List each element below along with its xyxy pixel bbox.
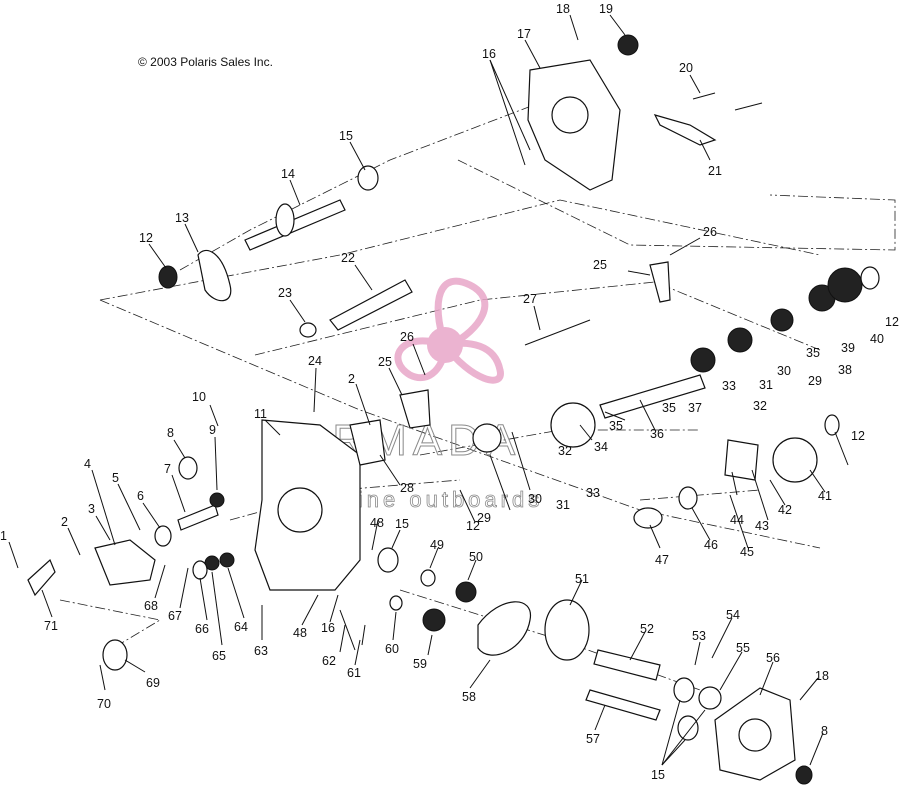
- callout-54: 54: [726, 608, 740, 622]
- callout-51: 51: [575, 572, 589, 586]
- callout-70: 70: [97, 697, 111, 711]
- callout-49: 49: [430, 538, 444, 552]
- callout-38: 38: [838, 363, 852, 377]
- callout-58: 58: [462, 690, 476, 704]
- callout-21: 21: [708, 164, 722, 178]
- callout-45: 45: [740, 545, 754, 559]
- callout-44: 44: [730, 513, 744, 527]
- callout-55: 55: [736, 641, 750, 655]
- callout-8-bottom: 8: [821, 724, 828, 738]
- callout-3: 3: [88, 502, 95, 516]
- callout-48-lower: 48: [293, 626, 307, 640]
- copyright-text: © 2003 Polaris Sales Inc.: [138, 55, 273, 69]
- callout-15-middle: 15: [395, 517, 409, 531]
- callout-30-right: 30: [777, 364, 791, 378]
- callout-61: 61: [347, 666, 361, 680]
- callout-15-bottom: 15: [651, 768, 665, 782]
- callout-30-center: 30: [528, 492, 542, 506]
- callout-60: 60: [385, 642, 399, 656]
- callout-20: 20: [679, 61, 693, 75]
- callout-25-lower: 25: [378, 355, 392, 369]
- callout-12-center: 12: [466, 519, 480, 533]
- callout-33-center: 33: [586, 486, 600, 500]
- callout-14: 14: [281, 167, 295, 181]
- callout-35-right: 35: [806, 346, 820, 360]
- watermark-logo: [394, 277, 504, 384]
- callout-29-center: 29: [477, 511, 491, 525]
- callout-12-right: 12: [851, 429, 865, 443]
- callout-25-top: 25: [593, 258, 607, 272]
- callout-26-top: 26: [703, 225, 717, 239]
- leader-lines: [8, 14, 849, 766]
- callout-2: 2: [61, 515, 68, 529]
- callout-31-right: 31: [759, 378, 773, 392]
- callout-46: 46: [704, 538, 718, 552]
- callout-35-center: 35: [609, 419, 623, 433]
- callout-69: 69: [146, 676, 160, 690]
- callout-8: 8: [167, 426, 174, 440]
- callout-12-left: 12: [139, 231, 153, 245]
- callout-16-bottom: 16: [321, 621, 335, 635]
- callout-29-right: 29: [808, 374, 822, 388]
- callout-18-bottom: 18: [815, 669, 829, 683]
- callout-39: 39: [841, 341, 855, 355]
- callout-59: 59: [413, 657, 427, 671]
- callout-7: 7: [164, 462, 171, 476]
- callout-19: 19: [599, 2, 613, 16]
- callout-6: 6: [137, 489, 144, 503]
- callout-2-center: 2: [348, 372, 355, 386]
- assembly-guide-lines: [59, 94, 896, 691]
- callout-24: 24: [308, 354, 322, 368]
- part-shapes: [27, 34, 880, 785]
- callout-40: 40: [870, 332, 884, 346]
- callout-12-top-right: 12: [885, 315, 899, 329]
- callout-57: 57: [586, 732, 600, 746]
- callout-42: 42: [778, 503, 792, 517]
- callout-63: 63: [254, 644, 268, 658]
- callout-32-right: 32: [753, 399, 767, 413]
- callout-68: 68: [144, 599, 158, 613]
- callout-65: 65: [212, 649, 226, 663]
- callout-64: 64: [234, 620, 248, 634]
- callout-27: 27: [523, 292, 537, 306]
- callout-26-lower: 26: [400, 330, 414, 344]
- callout-47: 47: [655, 553, 669, 567]
- callout-36: 36: [650, 427, 664, 441]
- callout-17: 17: [517, 27, 531, 41]
- callout-66: 66: [195, 622, 209, 636]
- callout-18-top: 18: [556, 2, 570, 16]
- callout-22: 22: [341, 251, 355, 265]
- callout-62: 62: [322, 654, 336, 668]
- callout-56: 56: [766, 651, 780, 665]
- callout-48-upper: 48: [370, 516, 384, 530]
- callout-37: 37: [688, 401, 702, 415]
- callout-11: 11: [254, 407, 267, 421]
- callout-15-top: 15: [339, 129, 353, 143]
- callout-35-mid: 35: [662, 401, 676, 415]
- callout-67: 67: [168, 609, 182, 623]
- callout-23: 23: [278, 286, 292, 300]
- callout-32-center: 32: [558, 444, 572, 458]
- callout-53: 53: [692, 629, 706, 643]
- callout-9: 9: [209, 423, 216, 437]
- callout-28: 28: [400, 481, 414, 495]
- callout-71: 71: [44, 619, 58, 633]
- callout-34: 34: [594, 440, 608, 454]
- callout-52: 52: [640, 622, 654, 636]
- callout-50: 50: [469, 550, 483, 564]
- callout-5: 5: [112, 471, 119, 485]
- callout-43: 43: [755, 519, 769, 533]
- callout-1: 1: [0, 529, 7, 543]
- callout-41: 41: [818, 489, 832, 503]
- callout-33-right: 33: [722, 379, 736, 393]
- callout-10: 10: [192, 390, 206, 404]
- callout-4: 4: [84, 457, 91, 471]
- callout-13: 13: [175, 211, 189, 225]
- callout-31-center: 31: [556, 498, 570, 512]
- callout-16-top: 16: [482, 47, 496, 61]
